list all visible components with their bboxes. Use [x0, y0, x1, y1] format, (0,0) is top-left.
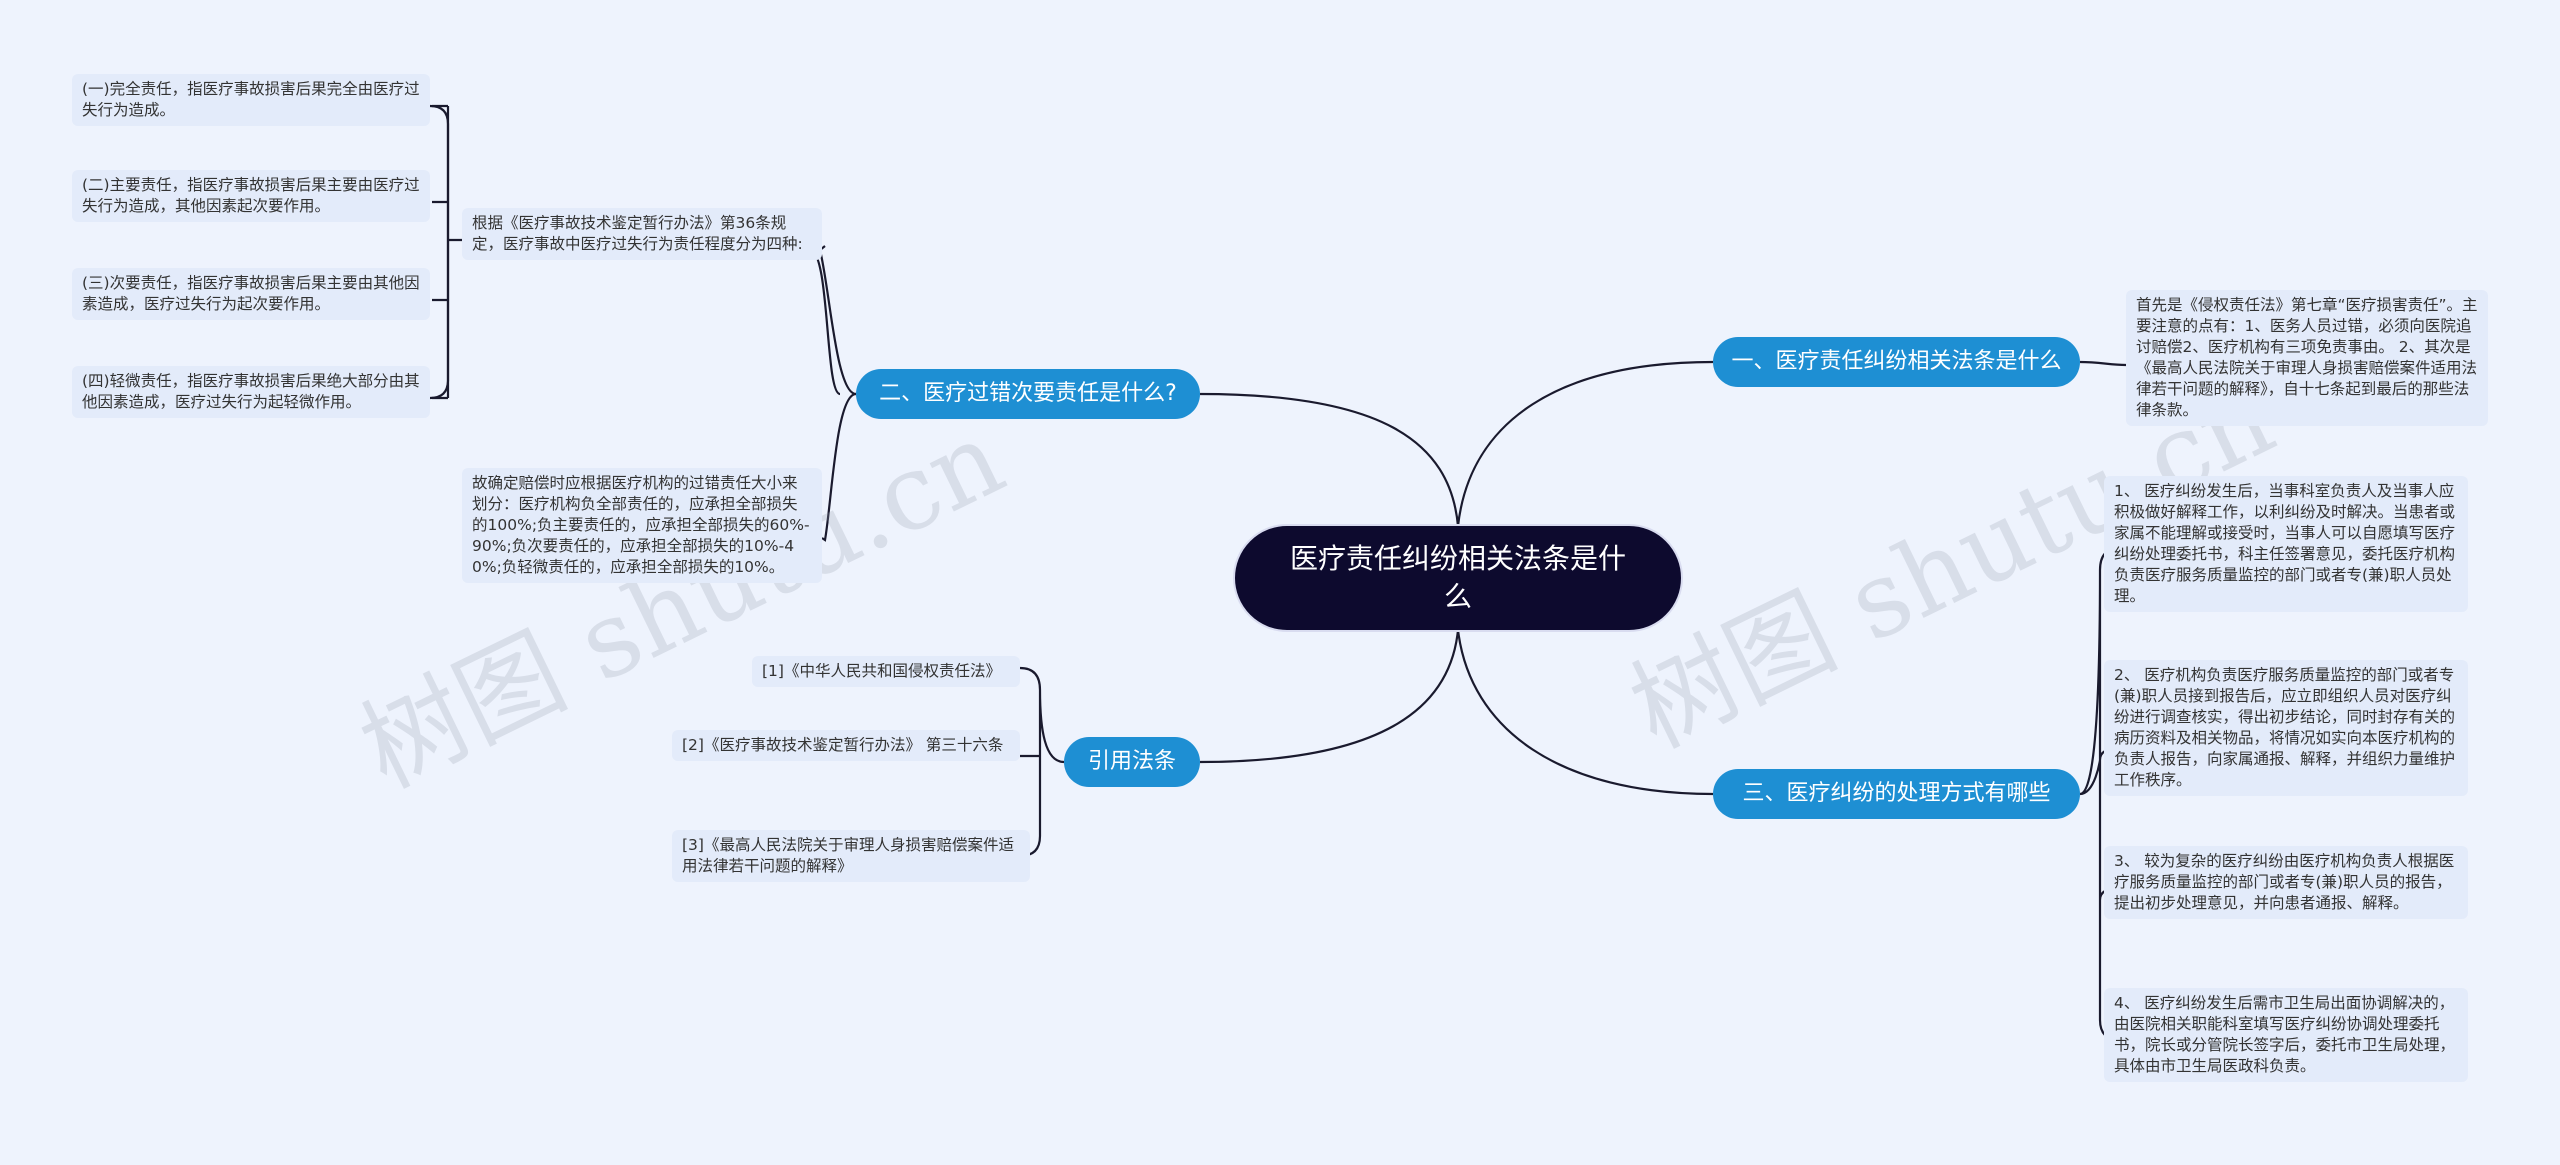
leaf-node[interactable]: (二)主要责任，指医疗事故损害后果主要由医疗过失行为造成，其他因素起次要作用。 [72, 170, 430, 222]
link-root-b2 [1199, 392, 1460, 527]
leaf-node[interactable]: 2、 医疗机构负责医疗服务质量监控的部门或者专(兼)职人员接到报告后，应立即组织… [2104, 660, 2468, 796]
leaf-node[interactable]: 根据《医疗事故技术鉴定暂行办法》第36条规定，医疗事故中医疗过失行为责任程度分为… [462, 208, 822, 260]
link-b2-compensation [821, 392, 857, 542]
leaf-node[interactable]: (四)轻微责任，指医疗事故损害后果绝大部分由其他因素造成，医疗过失行为起轻微作用… [72, 366, 430, 418]
link-b2-basis [818, 245, 857, 396]
leaf-node[interactable]: 4、 医疗纠纷发生后需市卫生局出面协调解决的，由医院相关职能科室填写医疗纠纷协调… [2104, 988, 2468, 1082]
leaf-node[interactable]: [3]《最高人民法院关于审理人身损害赔偿案件适用法律若干问题的解释》 [672, 830, 1030, 882]
link-root-b3 [1456, 629, 1714, 796]
branch-node[interactable]: 引用法条 [1064, 737, 1200, 787]
link-b1-leaf [2079, 360, 2127, 367]
root-topic-label: 医疗责任纠纷相关法条是什么 [1289, 542, 1626, 613]
root-topic[interactable]: 医疗责任纠纷相关法条是什么 [1233, 524, 1683, 632]
leaf-node[interactable]: (一)完全责任，指医疗事故损害后果完全由医疗过失行为造成。 [72, 74, 430, 126]
branch-node[interactable]: 一、医疗责任纠纷相关法条是什么 [1713, 337, 2080, 387]
leaf-node[interactable]: 1、 医疗纠纷发生后，当事科室负责人及当事人应积极做好解释工作，以利纠纷及时解决… [2104, 476, 2468, 612]
link-root-b4 [1199, 629, 1460, 764]
branch-node[interactable]: 三、医疗纠纷的处理方式有哪些 [1713, 769, 2080, 819]
leaf-node[interactable]: 故确定赔偿时应根据医疗机构的过错责任大小来划分：医疗机构负全部责任的，应承担全部… [462, 468, 822, 583]
leaf-node[interactable]: 3、 较为复杂的医疗纠纷由医疗机构负责人根据医疗服务质量监控的部门或者专(兼)职… [2104, 846, 2468, 919]
link-b3-leaves [2079, 546, 2121, 1042]
leaf-node[interactable]: [2]《医疗事故技术鉴定暂行办法》 第三十六条 [672, 730, 1020, 761]
link-root-b1 [1456, 360, 1714, 527]
branch-node[interactable]: 二、医疗过错次要责任是什么? [856, 369, 1200, 419]
link-b4-leaves [1019, 666, 1065, 858]
leaf-node[interactable]: 首先是《侵权责任法》第七章“医疗损害责任”。主要注意的点有：1、医务人员过错，必… [2126, 290, 2488, 426]
leaf-node[interactable]: [1]《中华人民共和国侵权责任法》 [752, 656, 1020, 687]
leaf-node[interactable]: (三)次要责任，指医疗事故损害后果主要由其他因素造成，医疗过失行为起次要作用。 [72, 268, 430, 320]
